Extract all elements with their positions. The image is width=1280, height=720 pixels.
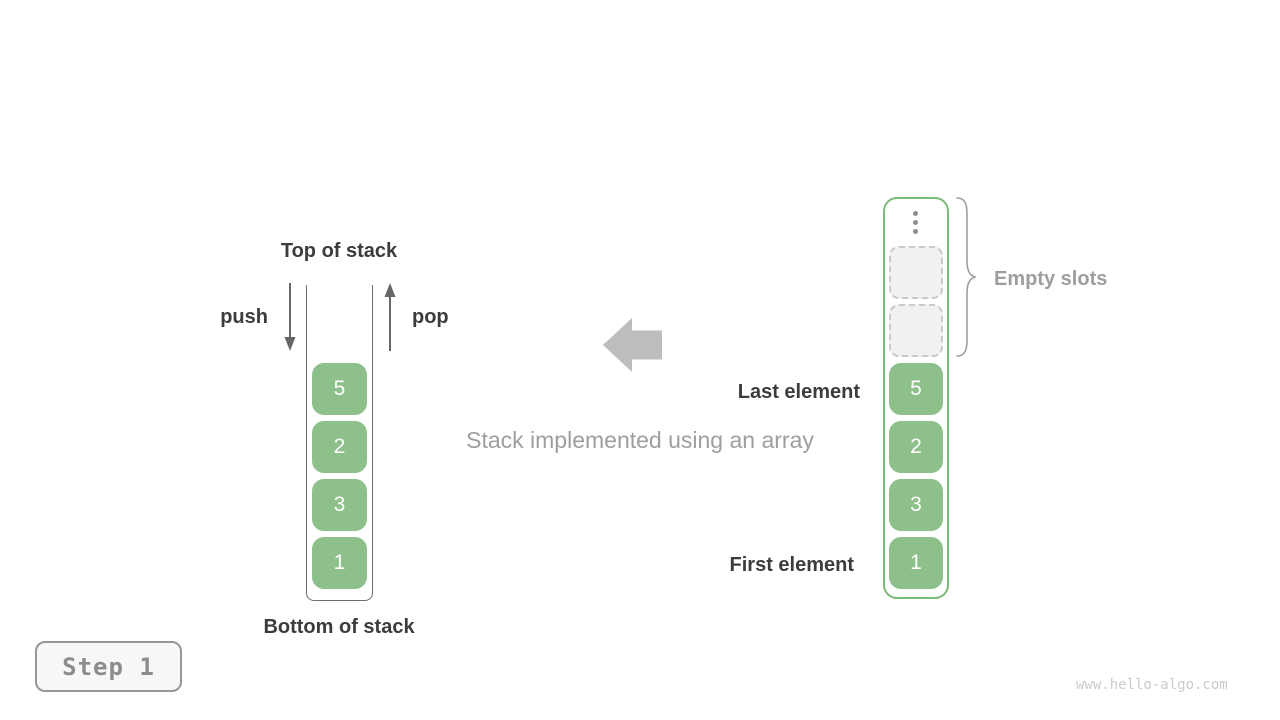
bottom-of-stack-label: Bottom of stack	[263, 616, 415, 638]
empty-slot	[889, 304, 943, 357]
array-cell: 3	[889, 479, 943, 531]
array-cell: 1	[889, 537, 943, 589]
pop-label: pop	[412, 306, 449, 328]
stack-cell: 5	[312, 363, 367, 415]
push-label: push	[220, 306, 268, 328]
left-block-arrow-icon	[603, 318, 662, 372]
array-cell: 2	[889, 421, 943, 473]
stack-cell: 1	[312, 537, 367, 589]
last-element-label: Last element	[737, 381, 860, 403]
stack-cell: 2	[312, 421, 367, 473]
stack-cell: 3	[312, 479, 367, 531]
array-cell: 5	[889, 363, 943, 415]
pop-up-arrow-icon	[384, 283, 396, 351]
step-badge: Step 1	[35, 641, 182, 692]
push-down-arrow-icon	[284, 283, 296, 351]
top-of-stack-label: Top of stack	[280, 240, 398, 262]
watermark: www.hello-algo.com	[1076, 677, 1228, 693]
first-element-label: First element	[729, 554, 854, 576]
empty-slots-label: Empty slots	[994, 268, 1108, 290]
empty-slot	[889, 246, 943, 299]
curly-brace-icon	[956, 197, 976, 357]
diagram-caption: Stack implemented using an array	[466, 427, 814, 453]
